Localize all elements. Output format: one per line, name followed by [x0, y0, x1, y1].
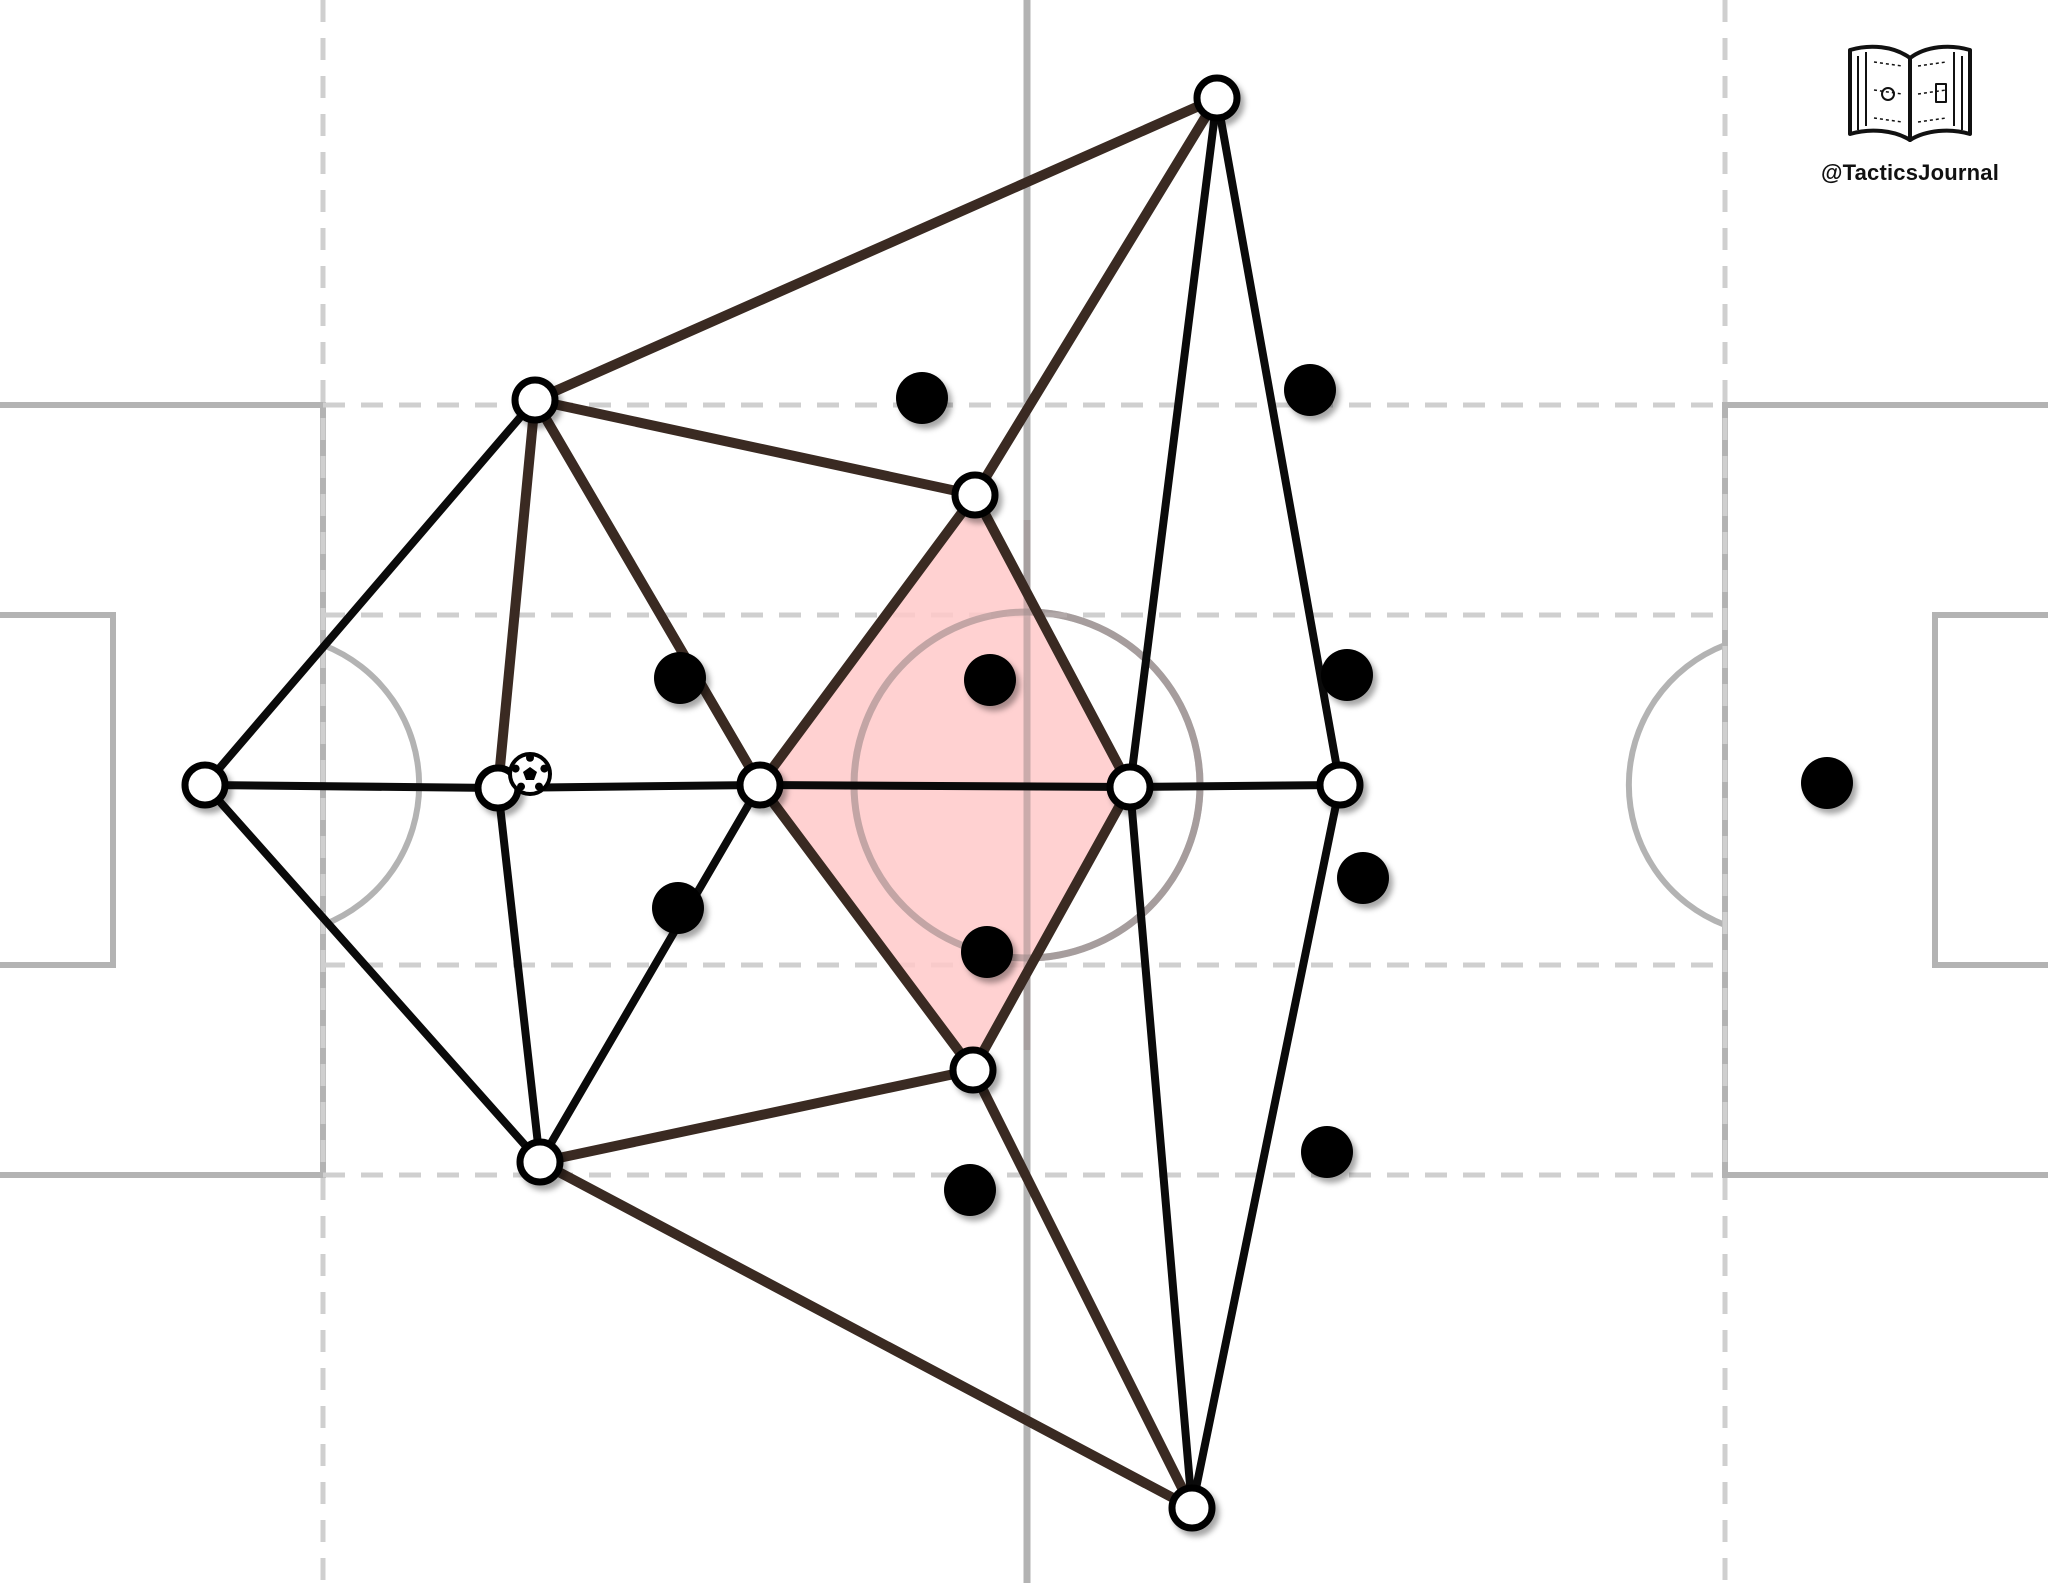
pass-link-rw-am	[1126, 783, 1196, 1512]
pass-link-rcb-rw	[535, 1157, 1197, 1513]
player-lcm	[951, 471, 999, 519]
brand-handle: @TacticsJournal	[1820, 160, 2000, 185]
player-lw	[1193, 74, 1241, 122]
pass-link-rcb-rcm	[535, 1065, 978, 1167]
pass-link-rcm-am	[968, 782, 1135, 1075]
pass-link-lcb-lw	[530, 93, 1222, 405]
pass-link-lcb-lcm	[530, 395, 980, 500]
right-six-yard-box	[1932, 612, 2048, 968]
player-dm	[736, 761, 784, 809]
pass-link-gk-cb	[201, 781, 502, 792]
pass-link-lw-st	[1213, 94, 1344, 789]
opponent-player-2	[1284, 364, 1336, 416]
pass-link-dm-lcm	[755, 490, 980, 790]
ball-icon	[508, 752, 552, 796]
pass-link-lcb-dm	[530, 395, 765, 790]
opponent-player-3	[654, 652, 706, 704]
passing-links	[201, 93, 1344, 1513]
opponent-player-8	[1337, 852, 1389, 904]
opponent-player-7	[961, 926, 1013, 978]
pass-link-rcm-rw	[968, 1065, 1197, 1513]
right-penalty-box	[1722, 402, 2048, 1178]
opponent-player-4	[964, 654, 1016, 706]
player-gk	[181, 761, 229, 809]
pass-link-dm-am	[756, 781, 1134, 791]
player-rw	[1168, 1484, 1216, 1532]
pass-link-rcb-dm	[536, 781, 764, 1166]
player-rcm	[949, 1046, 997, 1094]
pass-link-lcm-lw	[970, 93, 1222, 500]
opponent-player-11	[1801, 757, 1853, 809]
player-am	[1106, 763, 1154, 811]
opponent-players	[652, 364, 1853, 1216]
pass-link-gk-rcb	[201, 781, 544, 1166]
opponent-player-6	[652, 882, 704, 934]
player-rcb	[516, 1138, 564, 1186]
opponent-player-1	[896, 372, 948, 424]
left-penalty-box	[0, 402, 326, 1178]
pass-link-rw-st	[1188, 781, 1344, 1512]
opponent-player-9	[944, 1164, 996, 1216]
pass-link-dm-rcm	[755, 780, 978, 1075]
team-players	[181, 74, 1364, 1532]
right-penalty-arc	[1625, 642, 1727, 928]
opponent-player-5	[1321, 649, 1373, 701]
brand-mark: @TacticsJournal	[1800, 40, 2020, 186]
pass-link-lcm-am	[970, 490, 1135, 792]
player-st	[1316, 761, 1364, 809]
pass-link-gk-lcb	[201, 396, 539, 789]
opponent-player-10	[1301, 1126, 1353, 1178]
pass-link-lw-am	[1126, 94, 1221, 791]
pass-link-lcb-cb	[493, 395, 540, 793]
open-book-pitch-icon	[1848, 44, 1972, 142]
player-lcb	[511, 376, 559, 424]
pass-link-am-st	[1126, 781, 1344, 791]
left-six-yard-box	[0, 612, 116, 968]
pass-link-cb-rcb	[494, 784, 544, 1166]
